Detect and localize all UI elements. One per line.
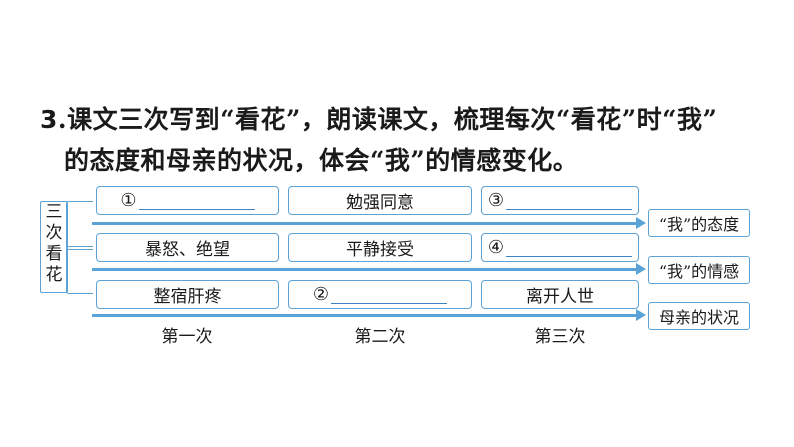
arrowhead-3 bbox=[636, 309, 646, 321]
cell-r1-c1[interactable]: ① bbox=[96, 186, 279, 215]
side-char: 三 bbox=[45, 202, 63, 222]
side-char: 看 bbox=[45, 244, 63, 264]
arrowhead-2 bbox=[636, 263, 646, 275]
answer-blank[interactable] bbox=[506, 238, 633, 257]
row-arrow-2 bbox=[92, 268, 639, 271]
bracket-bottom bbox=[66, 246, 93, 294]
column-label-second: 第二次 bbox=[354, 327, 406, 347]
marker: ④ bbox=[487, 237, 505, 258]
cell-r1-c2: 勉强同意 bbox=[288, 186, 472, 215]
cell-r2-c1: 暴怒、绝望 bbox=[96, 233, 279, 262]
row-arrow-3 bbox=[92, 314, 639, 317]
answer-blank[interactable] bbox=[138, 191, 255, 210]
row-label-emotion: “我”的情感 bbox=[648, 256, 750, 284]
question-number: 3 bbox=[40, 105, 58, 134]
cell-r3-c2[interactable]: ② bbox=[288, 280, 472, 309]
row-label-mother: 母亲的状况 bbox=[648, 302, 750, 330]
cell-text: 平静接受 bbox=[346, 240, 414, 260]
answer-blank[interactable] bbox=[506, 191, 633, 210]
answer-blank[interactable] bbox=[331, 285, 448, 304]
cell-r2-c2: 平静接受 bbox=[288, 233, 472, 262]
bracket-top bbox=[66, 201, 93, 250]
question-text-1: .课文三次写到“看花”，朗读课文，梳理每次“看花”时“我” bbox=[57, 105, 718, 134]
side-char: 花 bbox=[45, 265, 63, 285]
question-line-2: 的态度和母亲的状况，体会“我”的情感变化。 bbox=[64, 146, 579, 175]
cell-r3-c3: 离开人世 bbox=[481, 280, 639, 309]
question-line-1: 3.课文三次写到“看花”，朗读课文，梳理每次“看花”时“我” bbox=[40, 100, 717, 136]
column-label-first: 第一次 bbox=[161, 327, 213, 347]
side-char: 次 bbox=[45, 223, 63, 243]
row-arrow-1 bbox=[92, 222, 639, 225]
cell-text: 整宿肝疼 bbox=[153, 287, 222, 307]
side-label-box: 三 次 看 花 bbox=[40, 201, 68, 293]
cell-text: 离开人世 bbox=[526, 287, 594, 307]
marker: ① bbox=[120, 190, 137, 211]
cell-text: 勉强同意 bbox=[346, 193, 414, 213]
marker: ② bbox=[312, 284, 330, 305]
cell-text: 暴怒、绝望 bbox=[145, 240, 230, 260]
cell-r1-c3[interactable]: ③ bbox=[481, 186, 639, 215]
arrowhead-1 bbox=[636, 217, 646, 229]
marker: ③ bbox=[487, 190, 505, 211]
row-label-attitude: “我”的态度 bbox=[648, 209, 750, 237]
cell-r3-c1: 整宿肝疼 bbox=[96, 280, 279, 309]
column-label-third: 第三次 bbox=[534, 327, 586, 347]
cell-r2-c3[interactable]: ④ bbox=[481, 233, 639, 262]
